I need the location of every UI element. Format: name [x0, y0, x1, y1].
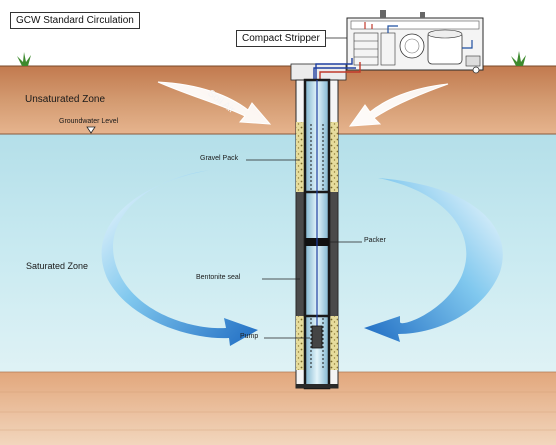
- label-pump: Pump: [240, 333, 259, 340]
- water-table-triangle-icon: [86, 126, 96, 134]
- label-gravel-pack: Gravel Pack: [200, 155, 239, 162]
- plant-icon: [511, 51, 526, 66]
- soil-air-arrow-right: [348, 83, 449, 127]
- soil-air-arrow-left: [157, 81, 272, 125]
- label-packer: Packer: [364, 237, 386, 244]
- circulation-arrow-right: [364, 178, 503, 342]
- label-unsaturated-zone: Unsaturated Zone: [25, 94, 106, 105]
- saturated-zone-band: [0, 134, 556, 372]
- plant-icon: [17, 52, 31, 66]
- label-saturated-zone: Saturated Zone: [26, 261, 89, 271]
- label-compact-stripper: Compact Stripper: [236, 30, 326, 47]
- label-groundwater-level: Groundwater Level: [59, 118, 119, 125]
- deep-soil-band: [0, 372, 556, 445]
- circulation-arrow-left: [101, 170, 258, 346]
- pump: [311, 325, 323, 349]
- diagram-title: GCW Standard Circulation: [10, 12, 140, 29]
- compact-stripper-unit: [346, 10, 484, 74]
- unsaturated-zone-band: [0, 66, 556, 134]
- label-bentonite-seal: Bentonite seal: [196, 274, 241, 281]
